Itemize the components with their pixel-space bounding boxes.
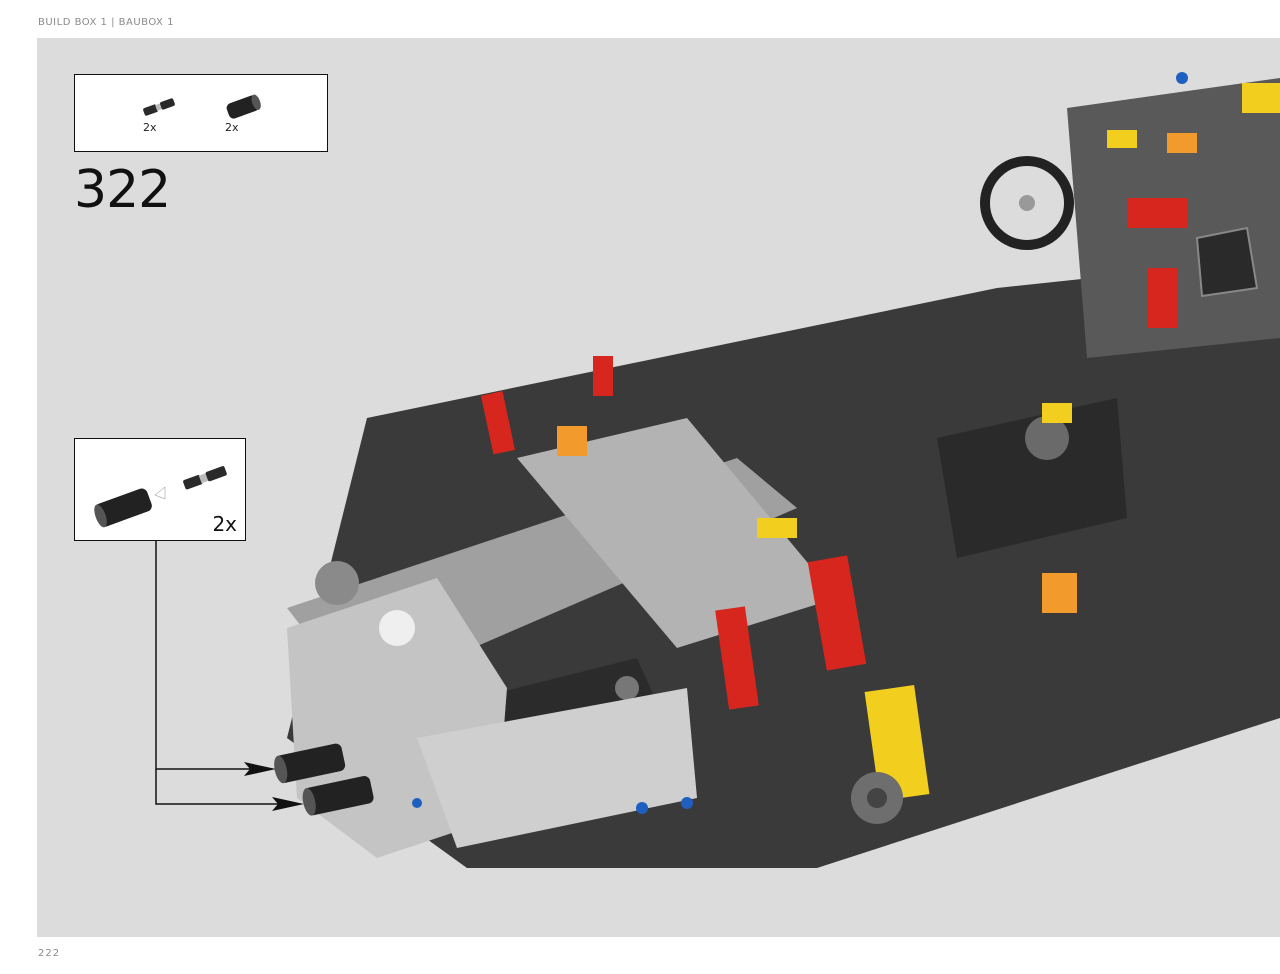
yellow-top-right <box>1242 83 1280 113</box>
new-connector-1 <box>274 743 346 784</box>
orange-cockpit <box>1167 133 1197 153</box>
black-connector-icon <box>94 488 152 528</box>
step-number: 322 <box>74 160 171 220</box>
page-number: 222 <box>38 948 61 959</box>
gt3rs-plate <box>1195 226 1259 298</box>
steering-wheel <box>980 156 1074 250</box>
callout-arrowhead-2 <box>272 797 304 811</box>
part-quantity: 2x <box>225 121 239 134</box>
red-part-top <box>593 356 613 396</box>
gearbox-housing <box>937 398 1127 558</box>
subassembly-quantity: 2x <box>212 512 237 536</box>
callout-arrow-line-2 <box>155 769 298 805</box>
callout-arrow-line-1 <box>155 541 270 770</box>
gearbox-hole <box>1025 416 1069 460</box>
new-connector-2 <box>302 775 374 816</box>
red-arm-right <box>807 555 867 671</box>
front-block-hole-2 <box>615 676 639 700</box>
blue-pin <box>636 802 648 814</box>
page-header: BUILD BOX 1 | BAUBOX 1 <box>38 17 174 28</box>
red-cockpit-part <box>1127 198 1187 228</box>
axle-pin-with-bushing-icon <box>183 466 227 490</box>
axle-pin-with-bushing-icon <box>143 98 175 116</box>
illustration-canvas <box>37 38 1280 937</box>
red-arm-left <box>480 391 515 455</box>
model-illustration <box>274 72 1280 868</box>
orange-connector-2 <box>1042 573 1077 613</box>
yellow-part-gearbox <box>1042 403 1072 423</box>
front-gear <box>315 561 359 605</box>
white-ball-joint <box>379 610 415 646</box>
steering-hub <box>1019 195 1035 211</box>
yellow-gear-part <box>757 518 797 538</box>
blue-pin <box>1176 72 1188 84</box>
black-connector-icon <box>226 94 261 119</box>
red-arm-middle <box>715 606 759 710</box>
frame-beam-middle <box>517 418 837 648</box>
subassembly-diagram <box>94 466 227 528</box>
callout-arrowhead-1 <box>244 762 276 776</box>
lower-front-plate <box>417 688 697 848</box>
yellow-plate <box>864 685 930 801</box>
orange-connector <box>557 426 587 456</box>
parts-list: 2x 2x <box>74 74 328 152</box>
part-quantity: 2x <box>143 121 157 134</box>
wheel-hub-center <box>867 788 887 808</box>
subassembly-callout: 2x <box>74 438 246 541</box>
yellow-cockpit <box>1107 130 1137 148</box>
blue-pin <box>412 798 422 808</box>
blue-pin <box>681 797 693 809</box>
red-cockpit-link <box>1147 268 1177 328</box>
